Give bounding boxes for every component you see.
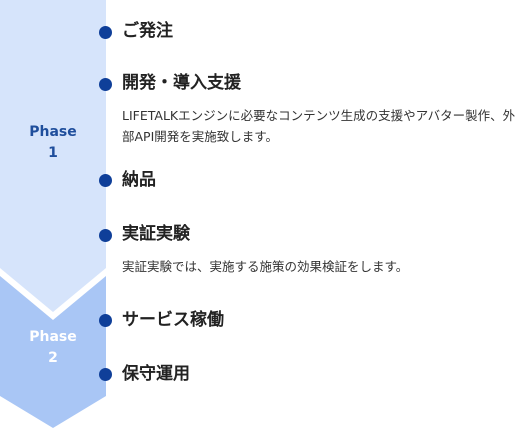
- phase-1-arrow: [0, 0, 106, 312]
- phase-1-word: Phase: [29, 124, 77, 140]
- phase-2-word: Phase: [29, 329, 77, 345]
- step-title-order: ご発注: [122, 21, 173, 41]
- step-dot: [99, 174, 112, 187]
- step-title-maintenance: 保守運用: [122, 364, 190, 384]
- step-dot: [99, 26, 112, 39]
- step-title-development: 開発・導入支援: [122, 73, 241, 93]
- step-dot: [99, 78, 112, 91]
- step-desc-pilot: 実証実験では、実施する施策の効果検証をします。: [122, 259, 409, 274]
- step-title-service-operation: サービス稼働: [122, 310, 224, 330]
- phase-2-number: 2: [48, 350, 58, 366]
- step-dot: [99, 229, 112, 242]
- step-title-pilot: 実証実験: [122, 224, 190, 244]
- phase-2-arrow: [0, 276, 106, 428]
- step-dot: [99, 368, 112, 381]
- phase-1-label: Phase 1: [0, 122, 106, 164]
- step-desc-development: LIFETALKエンジンに必要なコンテンツ生成の支援やアバター製作、外部API開…: [122, 108, 516, 144]
- phase-1-number: 1: [48, 145, 58, 161]
- step-dot: [99, 314, 112, 327]
- phase-2-label: Phase 2: [0, 327, 106, 369]
- step-title-delivery: 納品: [122, 170, 156, 190]
